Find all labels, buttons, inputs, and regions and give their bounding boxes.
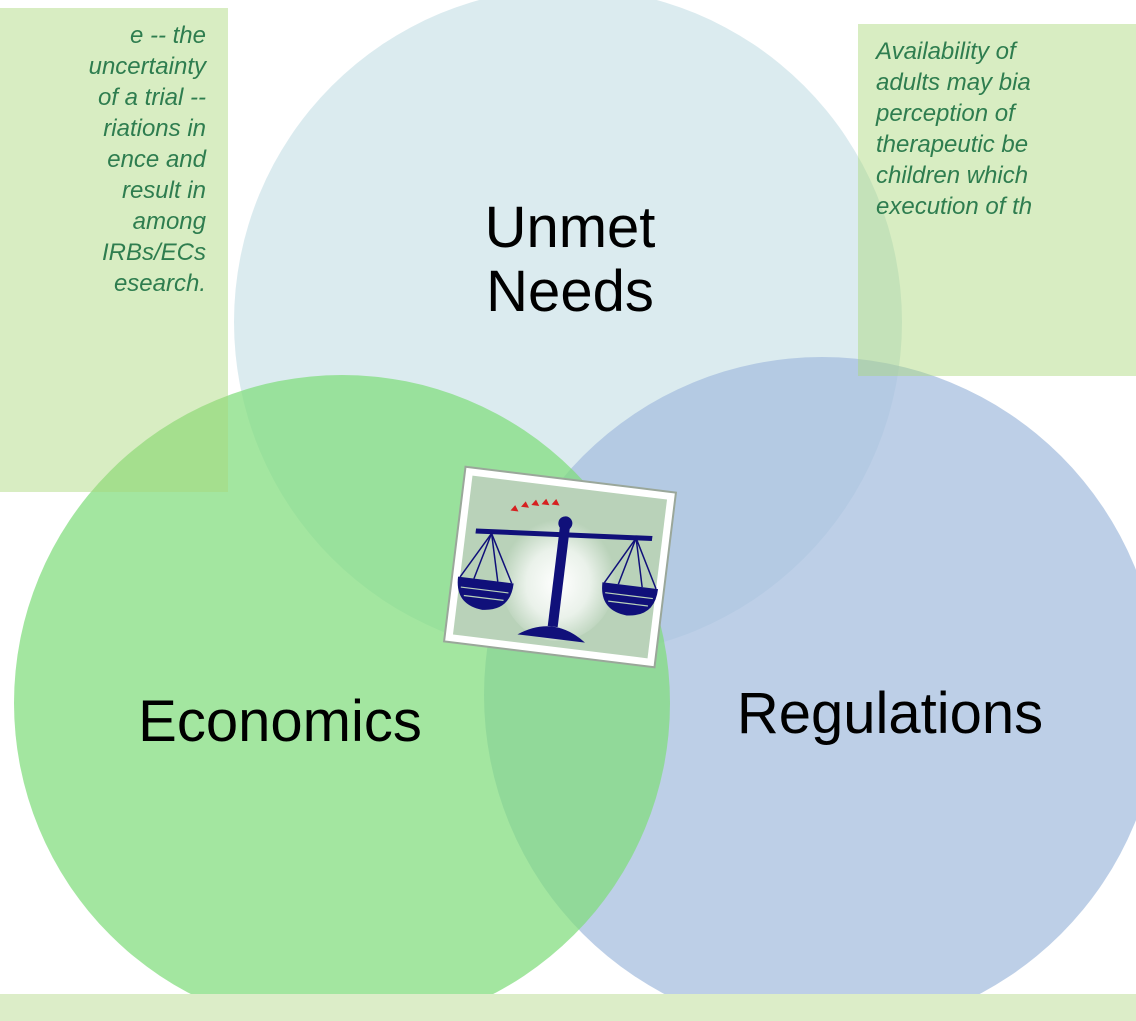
left-note-line: e -- the	[129, 22, 206, 49]
right-note-line: Availability of	[876, 38, 1016, 65]
unmet-needs-label-line-1: Unmet	[484, 195, 656, 260]
right-note-line: adults may bia	[876, 69, 1031, 96]
right-note-line: therapeutic be	[876, 131, 1029, 158]
left-note-line: uncertainty	[88, 53, 206, 80]
left-note-text: e -- the uncertainty of a trial -- riati…	[0, 20, 206, 299]
footer-bar	[0, 994, 1136, 1021]
right-note-text: Availability of adults may bia perceptio…	[876, 36, 1136, 222]
left-note-line: result in	[121, 177, 206, 204]
left-note-line: riations in	[103, 115, 206, 142]
unmet-needs-label-line-2: Needs	[486, 259, 654, 324]
left-note-line: of a trial --	[97, 84, 206, 111]
left-note-line: among	[132, 208, 206, 235]
right-note-line: execution of th	[876, 193, 1033, 220]
economics-label-line-1: Economics	[138, 689, 422, 754]
scales-of-justice-icon	[442, 465, 678, 669]
left-note: e -- the uncertainty of a trial -- riati…	[0, 8, 228, 492]
right-note-line: perception of	[876, 100, 1015, 127]
left-note-line: IRBs/ECs	[101, 239, 206, 266]
regulations-label: Regulations	[680, 682, 1100, 746]
economics-label: Economics	[80, 690, 480, 754]
right-note-line: children which	[876, 162, 1029, 189]
left-note-line: esearch.	[113, 270, 206, 297]
right-note: Availability of adults may bia perceptio…	[858, 24, 1136, 376]
left-note-line: ence and	[107, 146, 206, 173]
regulations-label-line-1: Regulations	[736, 681, 1044, 746]
unmet-needs-label: Unmet Needs	[420, 196, 720, 324]
